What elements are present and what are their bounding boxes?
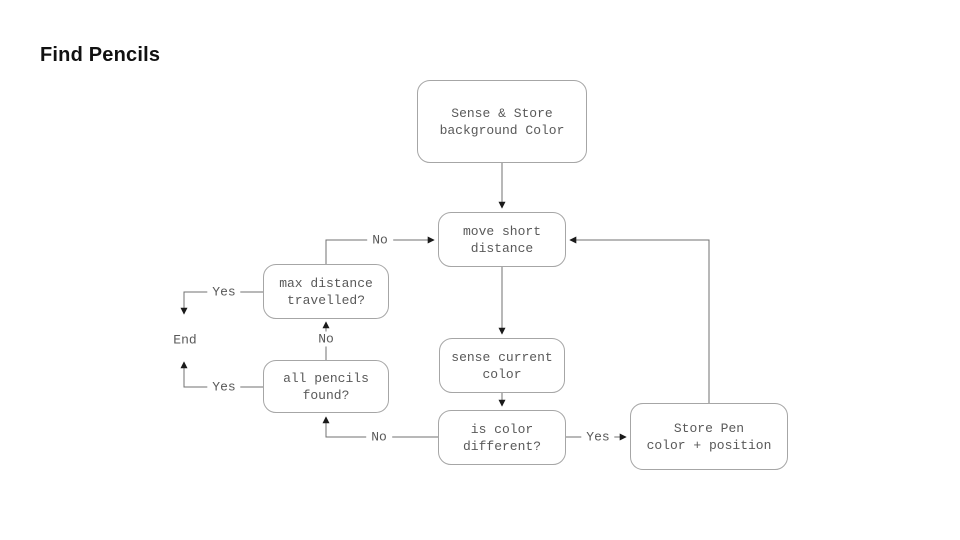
node-is-color-different: is color different? xyxy=(438,410,566,465)
node-sense-store-background-color: Sense & Store background Color xyxy=(417,80,587,163)
label-yes-all-pencils-to-end: Yes xyxy=(207,379,241,395)
edge-max-dist-no-to-move-short xyxy=(325,236,435,264)
label-yes-is-color-to-store-pen: Yes xyxy=(581,429,615,445)
label-no-max-dist-to-move-short: No xyxy=(367,232,393,248)
node-move-short-distance: move short distance xyxy=(438,212,566,267)
edge-is-color-no-to-all-pencils xyxy=(322,416,438,438)
node-all-pencils-found: all pencils found? xyxy=(263,360,389,413)
label-end-terminal: End xyxy=(168,332,202,348)
node-max-distance-travelled: max distance travelled? xyxy=(263,264,389,319)
node-store-pen-color-position: Store Pen color + position xyxy=(630,403,788,470)
edge-store-pen-to-move-short xyxy=(569,236,710,403)
label-yes-max-dist-to-end: Yes xyxy=(207,284,241,300)
label-no-all-pencils-to-max-dist: No xyxy=(313,331,339,347)
slide-title: Find Pencils xyxy=(40,44,161,66)
label-no-is-color-to-all-pencils: No xyxy=(366,429,392,445)
node-sense-current-color: sense current color xyxy=(439,338,565,393)
